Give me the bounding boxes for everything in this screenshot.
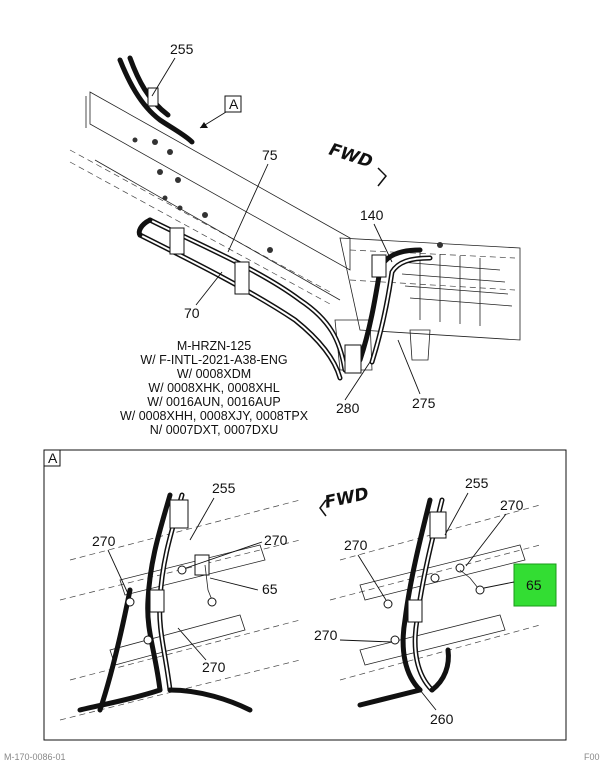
- detail-right-callout-260: 260: [430, 711, 454, 727]
- callout-255-top: 255: [170, 41, 194, 57]
- detail-left-callout-270b: 270: [264, 532, 288, 548]
- applicability-line-1: M-HRZN-125: [177, 339, 251, 353]
- applicability-line-4: W/ 0008XHK, 0008XHL: [148, 381, 279, 395]
- detail-left-callout-255: 255: [212, 480, 236, 496]
- view-a-marker-box: [224, 95, 242, 113]
- detail-a-label: A: [48, 450, 58, 466]
- detail-left-callout-270c: 270: [202, 659, 226, 675]
- fwd-arrow-icon: [377, 167, 388, 187]
- view-a-marker: A: [229, 96, 239, 112]
- callout-140: 140: [360, 207, 384, 223]
- footer-right: F00: [584, 752, 600, 761]
- footer-left: M-170-0086-01: [4, 752, 66, 761]
- frame-rail-assembly: [69, 91, 521, 371]
- detail-left: 255 270 270 65 270: [59, 480, 301, 721]
- callout-275: 275: [412, 395, 436, 411]
- applicability-line-3: W/ 0008XDM: [177, 367, 251, 381]
- callout-280: 280: [336, 400, 360, 416]
- fwd-arrow-detail-icon: [319, 499, 327, 517]
- detail-left-callout-65: 65: [262, 581, 278, 597]
- detail-right-callout-270c: 270: [314, 627, 338, 643]
- detail-right-callout-270a: 270: [500, 497, 524, 513]
- callout-70: 70: [184, 305, 200, 321]
- applicability-note: M-HRZN-125 W/ F-INTL-2021-A38-ENG W/ 000…: [120, 339, 309, 437]
- detail-a-panel: A: [43, 449, 567, 741]
- detail-right: FWD 255 270 270 270 260 65: [314, 475, 557, 727]
- detail-right-callout-255: 255: [465, 475, 489, 491]
- hose-assembly-top: [117, 55, 433, 381]
- detail-right-callout-65[interactable]: 65: [526, 577, 542, 593]
- applicability-line-2: W/ F-INTL-2021-A38-ENG: [140, 353, 287, 367]
- detail-right-callout-270b: 270: [344, 537, 368, 553]
- callout-75: 75: [262, 147, 278, 163]
- applicability-line-7: N/ 0007DXT, 0007DXU: [150, 423, 279, 437]
- fwd-label-detail: FWD: [323, 484, 371, 513]
- highlight-65-box[interactable]: [513, 563, 557, 607]
- detail-left-callout-270a: 270: [92, 533, 116, 549]
- applicability-line-5: W/ 0016AUN, 0016AUP: [147, 395, 280, 409]
- applicability-line-6: W/ 0008XHH, 0008XJY, 0008TPX: [120, 409, 309, 423]
- fwd-label-top: FWD: [326, 140, 374, 173]
